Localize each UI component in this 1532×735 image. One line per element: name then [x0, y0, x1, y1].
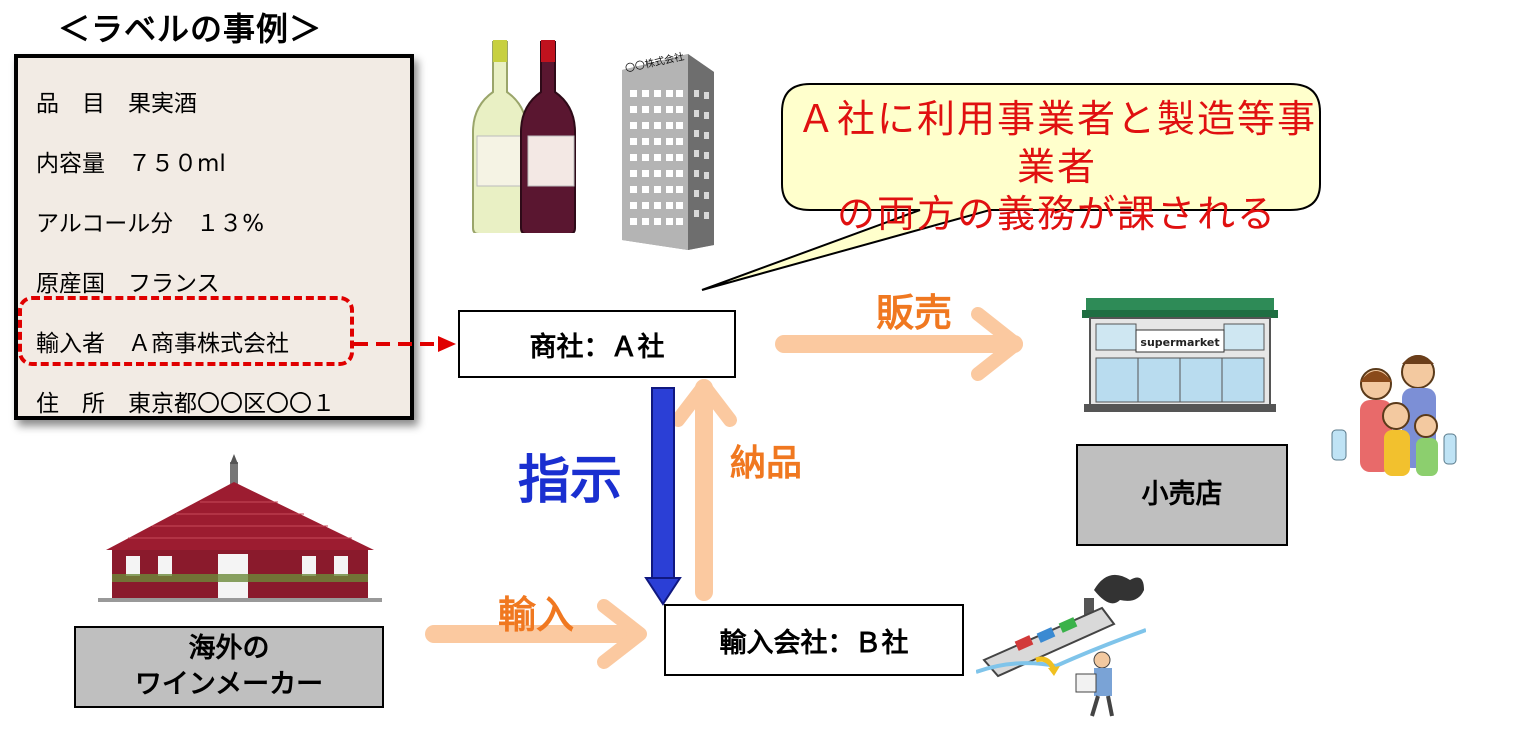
family-icon: [1326, 342, 1466, 480]
label-line-item: 品 目 果実酒: [36, 91, 197, 117]
sale-arrow: [775, 307, 1023, 381]
company-a-box: 商社：Ａ社: [458, 310, 736, 378]
wine-maker-line-2: ワインメーカー: [134, 669, 324, 700]
retailer-label: 小売店: [1141, 478, 1223, 510]
label-line-volume: 内容量 ７５０ml: [36, 151, 226, 177]
sale-label: 販売: [876, 291, 953, 335]
company-a-label: 商社：Ａ社: [529, 331, 665, 363]
label-line-address: 住 所 東京都〇〇区〇〇１: [36, 391, 335, 417]
callout-bubble: [701, 83, 1321, 291]
delivery-arrow: [671, 379, 737, 601]
retailer-box: 小売店: [1076, 444, 1288, 546]
label-example-title: ＜ラベルの事例＞: [58, 10, 323, 48]
instruction-label: 指示: [518, 451, 623, 511]
instruction-arrow: [644, 387, 682, 606]
callout-text: Ａ社に利用事業者と製造等事業者 の両方の義務が課される: [792, 96, 1322, 239]
supermarket-sign-text: supermarket: [1140, 336, 1219, 349]
label-line-origin: 原産国 フランス: [36, 271, 220, 297]
callout-line-2: の両方の義務が課される: [836, 192, 1277, 236]
wine-maker-box: 海外の ワインメーカー: [74, 626, 384, 708]
label-line-alcohol: アルコール分 １３%: [36, 211, 265, 237]
import-label: 輸入: [498, 593, 575, 637]
importer-link-arrowhead: [438, 336, 456, 352]
delivery-label: 納品: [730, 443, 803, 484]
company-b-box: 輸入会社：Ｂ社: [664, 604, 964, 676]
importer-highlight: [18, 296, 354, 366]
company-b-label: 輸入会社：Ｂ社: [719, 627, 909, 659]
supermarket-icon: supermarket: [1082, 298, 1278, 412]
label-line-importer: 輸入者 Ａ商事株式会社: [36, 331, 289, 357]
winery-building-icon: [98, 454, 382, 602]
wine-maker-line-1: 海外の: [188, 632, 270, 664]
cargo-ship-icon: [976, 574, 1146, 717]
callout-line-1: Ａ社に利用事業者と製造等事業者: [796, 97, 1317, 189]
wine-bottles-icon: [465, 38, 585, 233]
import-arrow: [425, 599, 647, 669]
office-building-icon: 〇〇株式会社: [622, 50, 714, 250]
